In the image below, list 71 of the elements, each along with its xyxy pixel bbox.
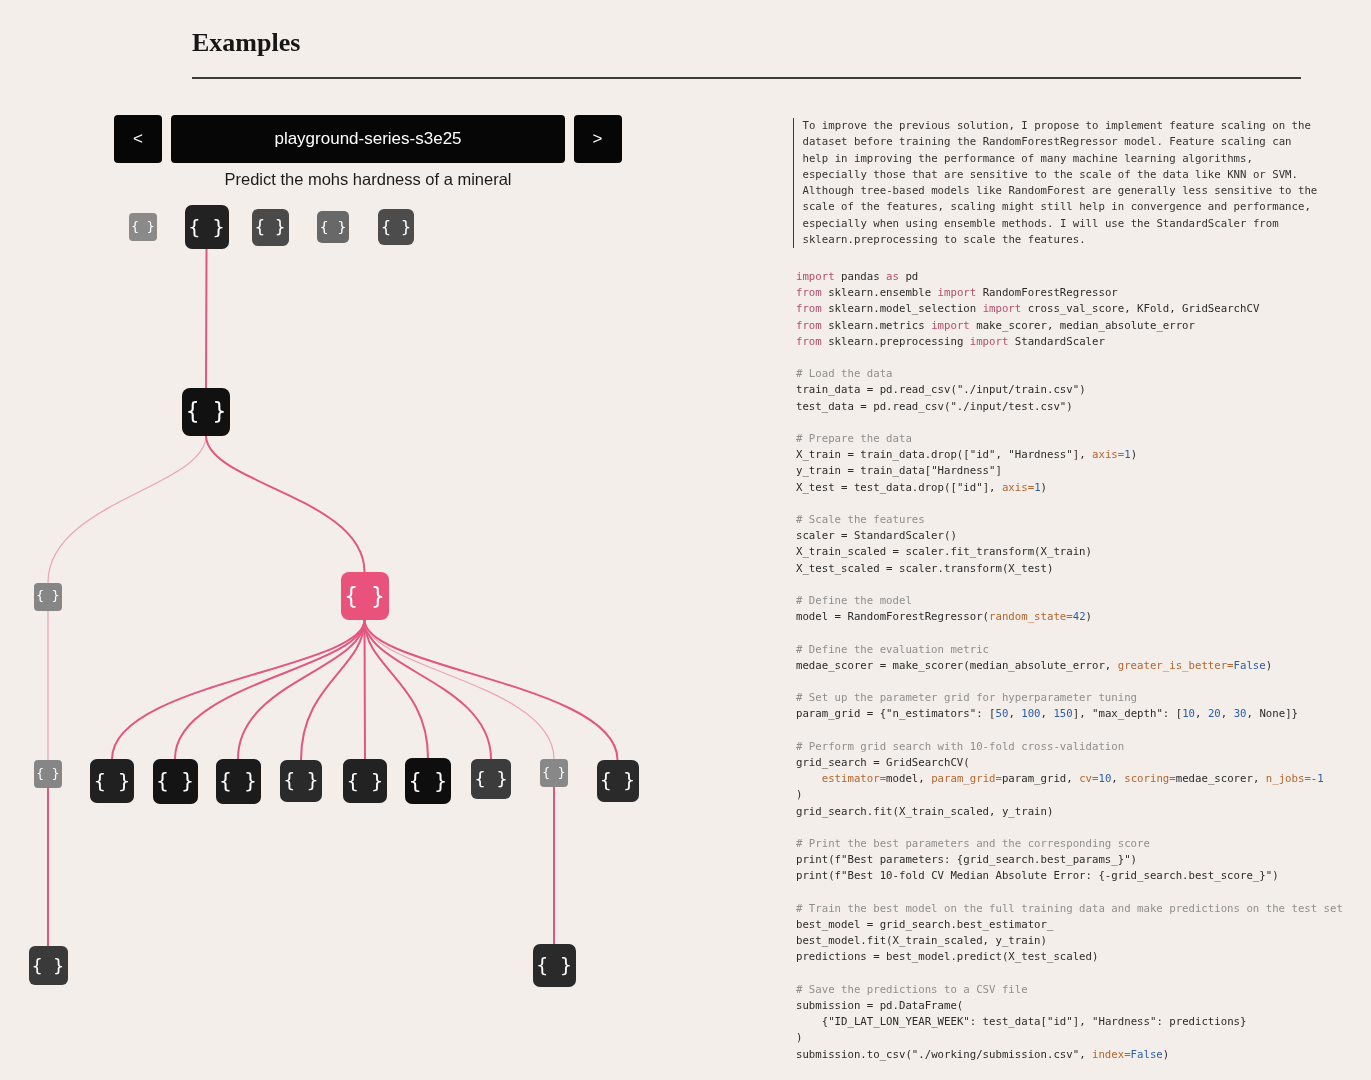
previous-button: <	[114, 114, 162, 163]
code-node: { }	[152, 758, 198, 804]
code-comment: # Print the best parameters and the corresponding score	[796, 836, 1150, 852]
connector-line	[205, 434, 366, 573]
competition-subtitle: Predict the mohs hardness of a mineral	[224, 169, 512, 189]
connector-line	[553, 786, 555, 945]
code-line: from sklearn.model_selection import cross_val_score, KFold, GridSearchCV	[796, 301, 1260, 318]
code-line: predictions = best_model.predict(X_test_scaled)	[796, 949, 1099, 966]
code-node: { }	[182, 387, 230, 436]
code-comment: # Define the model	[796, 593, 912, 609]
code-line: X_test_scaled = scaler.transform(X_test)	[796, 560, 1054, 577]
code-comment: # Prepare the data	[796, 431, 912, 447]
page-title: Examples	[192, 28, 301, 58]
code-node: { }	[215, 758, 261, 804]
code-node: { }	[405, 758, 451, 804]
code-node: { }	[90, 759, 134, 803]
code-line: y_train = train_data["Hardness"]	[796, 463, 1002, 480]
code-comment: # Set up the parameter grid for hyperparameter tuning	[796, 690, 1138, 707]
connector-line	[205, 248, 208, 389]
code-line: print(f"Best parameters: {grid_search.best_params_}")	[796, 852, 1138, 869]
connector-line	[47, 787, 49, 947]
next-button: >	[573, 114, 622, 163]
code-line: X_train_scaled = scaler.fit_transform(X_train)	[796, 544, 1092, 561]
code-node: { }	[540, 759, 568, 787]
code-node: { }	[532, 944, 576, 987]
code-node: { }	[317, 211, 349, 243]
code-line: best_model = grid_search.best_estimator_	[796, 917, 1054, 933]
code-line: from sklearn.preprocessing import StandardScaler	[796, 333, 1105, 350]
code-comment: # Scale the features	[796, 512, 925, 528]
code-node: { }	[471, 759, 511, 799]
competition-name-bar: playground-series-s3e25	[171, 114, 565, 163]
code-line: estimator=model, param_grid=param_grid, cv=10, scoring=medae_scorer, n_jobs=-1	[820, 771, 1324, 788]
connector-line	[47, 609, 49, 761]
code-comment: # Perform grid search with 10-fold cross-validation	[796, 738, 1125, 755]
code-comment: # Train the best model on the full training data and make predictions on the test set	[796, 900, 1343, 917]
selected-code-node: { }	[340, 572, 389, 620]
code-line: from sklearn.metrics import make_scorer, median_absolute_error	[796, 317, 1195, 334]
code-node: { }	[280, 760, 322, 802]
code-line: train_data = pd.read_csv("./input/train.csv")	[796, 382, 1086, 399]
code-line: best_model.fit(X_train_scaled, y_train)	[796, 933, 1047, 950]
code-line: model = RandomForestRegressor(random_state=42)	[796, 609, 1092, 626]
code-node: { }	[251, 208, 289, 246]
code-line: )	[796, 1030, 803, 1047]
code-line: from sklearn.ensemble import RandomForestRegressor	[796, 285, 1118, 302]
code-line: submission.to_csv("./working/submission.csv", index=False)	[796, 1046, 1170, 1063]
code-line: X_train = train_data.drop(["id", "Hardness"], axis=1)	[796, 447, 1138, 464]
code-comment: # Define the evaluation metric	[796, 641, 990, 658]
code-line: X_test = test_data.drop(["id"], axis=1)	[796, 479, 1047, 496]
code-node: { }	[184, 205, 229, 249]
code-line: {"ID_LAT_LON_YEAR_WEEK": test_data["id"], "Hardness": predictions}	[820, 1014, 1247, 1031]
code-line: print(f"Best 10-fold CV Median Absolute Error: {-grid_search.best_score_}")	[796, 868, 1279, 885]
code-node: { }	[34, 582, 62, 611]
code-line: medae_scorer = make_scorer(median_absolute_error, greater_is_better=False)	[796, 657, 1273, 674]
code-line: scaler = StandardScaler()	[796, 528, 957, 545]
code-line: grid_search.fit(X_train_scaled, y_train)	[796, 803, 1054, 820]
code-node: { }	[596, 760, 639, 802]
code-line: grid_search = GridSearchCV(	[796, 755, 970, 771]
code-comment: # Save the predictions to a CSV file	[796, 981, 1028, 998]
code-node: { }	[34, 760, 62, 788]
code-node: { }	[343, 759, 387, 803]
explanation-paragraph: To improve the previous solution, I propose to implement feature scaling on the dataset before training the RandomForestRegressor model. Feature scaling can help in improving the performance of many machine learning algorithms, especially those that are sensitive to the scale of the data like KNN or SVM. Although tree-based models like RandomForest are generally less sensitive to the scale of the features, scaling might still help in convergence and performance, especially when using ensemble methods. I will use the StandardScaler from sklearn.preprocessing to scale the features.	[793, 118, 1321, 249]
code-node: { }	[28, 946, 68, 985]
code-line: param_grid = {"n_estimators": [50, 100, 150], "max_depth": [10, 20, 30, None]}	[796, 706, 1298, 723]
code-comment: # Load the data	[796, 366, 893, 383]
connector-line	[363, 619, 619, 761]
code-node: { }	[129, 213, 157, 241]
code-node: { }	[378, 209, 414, 245]
code-line: submission = pd.DataFrame(	[796, 998, 964, 1014]
code-line: test_data = pd.read_csv("./input/test.csv")	[796, 398, 1073, 415]
code-line: )	[796, 787, 803, 804]
code-line: import pandas as pd	[796, 269, 919, 285]
